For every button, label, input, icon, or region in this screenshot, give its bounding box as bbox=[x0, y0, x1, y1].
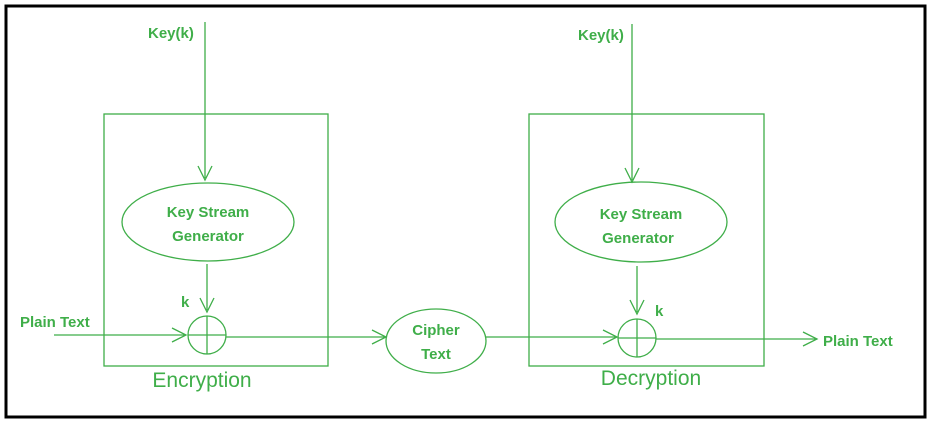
encryption-key-stream-generator bbox=[121, 182, 295, 262]
encryption-keystream-arrowhead bbox=[199, 297, 215, 314]
decryption-keystream-arrowhead bbox=[629, 299, 645, 316]
outer-frame bbox=[4, 4, 927, 419]
encryption-k-label: k bbox=[181, 294, 190, 311]
decryption-key-stream-generator bbox=[554, 181, 728, 263]
cipher-text-node bbox=[385, 308, 487, 374]
decryption-xor-icon bbox=[617, 318, 657, 358]
encryption-generator-label-line1: Key Stream bbox=[167, 204, 250, 221]
encryption-xor-icon bbox=[187, 315, 227, 355]
plaintext-input-arrowhead bbox=[171, 327, 188, 343]
encryption-box bbox=[103, 113, 329, 367]
input-plain-text-label: Plain Text bbox=[20, 314, 90, 331]
decryption-generator-label-line1: Key Stream bbox=[600, 206, 683, 223]
encryption-generator-label-line2: Generator bbox=[172, 228, 244, 245]
decryption-box bbox=[528, 113, 765, 367]
output-plain-text-label: Plain Text bbox=[823, 333, 893, 350]
decryption-key-label: Key(k) bbox=[578, 27, 624, 44]
encryption-caption: Encryption bbox=[152, 369, 251, 392]
cipher-text-label-line2: Text bbox=[421, 346, 451, 363]
cipher-text-label-line1: Cipher bbox=[412, 322, 460, 339]
decryption-caption: Decryption bbox=[601, 367, 701, 390]
decryption-k-label: k bbox=[655, 303, 664, 320]
encryption-key-arrowhead bbox=[197, 165, 213, 182]
encryption-key-label: Key(k) bbox=[148, 25, 194, 42]
plaintext-output-arrowhead bbox=[802, 331, 819, 347]
decryption-generator-label-line2: Generator bbox=[602, 230, 674, 247]
ciphertext-to-decryption-arrowhead bbox=[602, 329, 619, 345]
